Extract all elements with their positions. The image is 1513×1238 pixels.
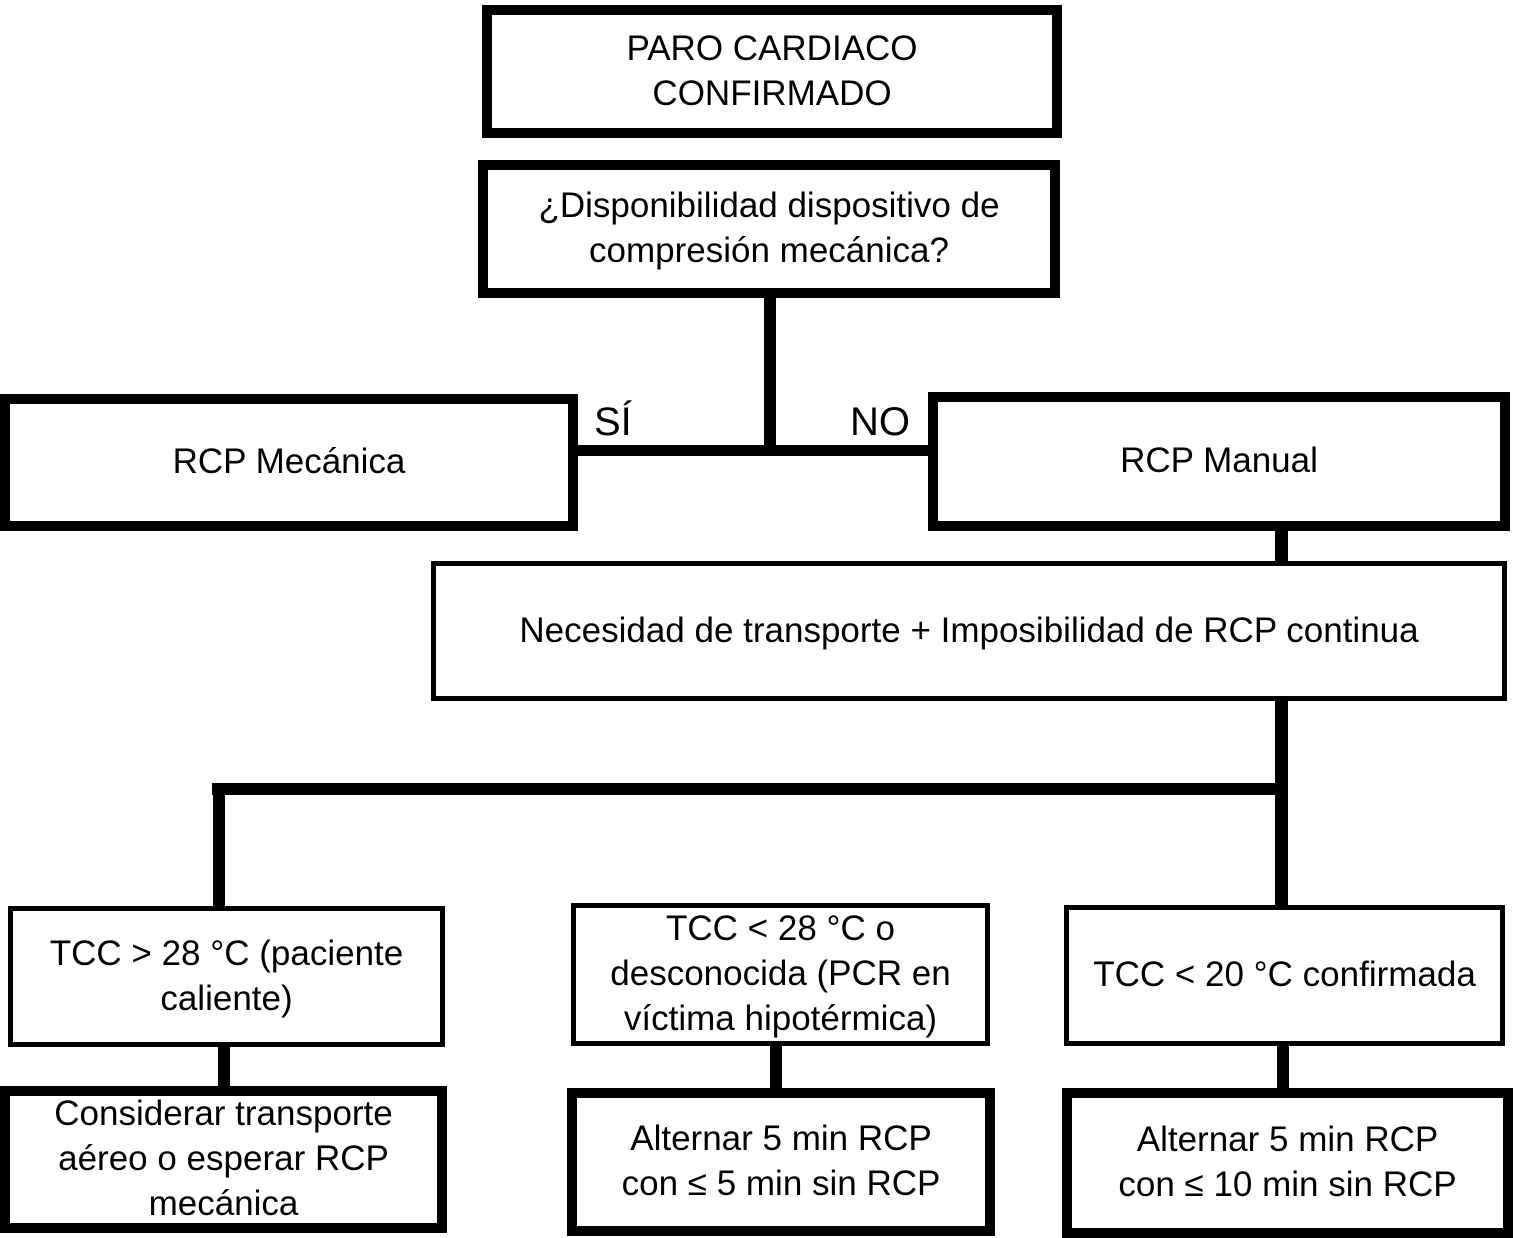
- node-tcc-menor-28-desconocida: TCC < 28 °C o desconocida (PCR en víctim…: [571, 903, 990, 1046]
- connector-tcc-confirmed-to-alternar10: [1277, 1044, 1289, 1092]
- node-necesidad-transporte: Necesidad de transporte + Imposibilidad …: [431, 561, 1507, 701]
- connector-lower-branch-line: [212, 783, 1288, 795]
- node-tcc-menor-20-confirmada: TCC < 20 °C confirmada: [1064, 905, 1505, 1046]
- connector-branch-to-tcc-warm: [213, 783, 225, 908]
- node-tcc-mayor-28: TCC > 28 °C (paciente caliente): [8, 906, 445, 1047]
- node-paro-cardiaco-confirmado: PARO CARDIACO CONFIRMADO: [482, 5, 1062, 138]
- node-considerar-transporte-aereo: Considerar transporte aéreo o esperar RC…: [0, 1086, 447, 1233]
- branch-label-no: NO: [850, 400, 910, 444]
- node-alternar-5-min-rcp-10-sin: Alternar 5 min RCP con ≤ 10 min sin RCP: [1062, 1088, 1513, 1238]
- node-tcc-menor-20-confirmada-text: TCC < 20 °C confirmada: [1093, 955, 1476, 995]
- node-rcp-mecanica: RCP Mecánica: [0, 394, 578, 531]
- node-disponibilidad-dispositivo-question-text: ¿Disponibilidad dispositivo de compresió…: [538, 186, 1000, 270]
- node-tcc-menor-28-desconocida-text: TCC < 28 °C o desconocida (PCR en víctim…: [610, 909, 951, 1038]
- connector-tcc-unknown-to-alternar5: [770, 1044, 782, 1092]
- node-rcp-mecanica-text: RCP Mecánica: [172, 442, 406, 482]
- node-disponibilidad-dispositivo-question: ¿Disponibilidad dispositivo de compresió…: [478, 160, 1060, 298]
- node-necesidad-transporte-text: Necesidad de transporte + Imposibilidad …: [519, 610, 1419, 650]
- connector-si-no-branch-line: [576, 445, 930, 456]
- node-alternar-5-min-rcp-5-sin: Alternar 5 min RCP con ≤ 5 min sin RCP: [567, 1088, 995, 1236]
- node-tcc-mayor-28-text: TCC > 28 °C (paciente caliente): [49, 933, 404, 1018]
- node-alternar-5-min-rcp-5-sin-text: Alternar 5 min RCP con ≤ 5 min sin RCP: [621, 1119, 941, 1203]
- node-rcp-manual-text: RCP Manual: [1120, 441, 1318, 481]
- connector-question-to-branch: [764, 297, 776, 456]
- node-paro-cardiaco-confirmado-text: PARO CARDIACO CONFIRMADO: [626, 28, 918, 113]
- node-alternar-5-min-rcp-10-sin-text: Alternar 5 min RCP con ≤ 10 min sin RCP: [1118, 1120, 1457, 1204]
- node-considerar-transporte-aereo-text: Considerar transporte aéreo o esperar RC…: [54, 1094, 393, 1223]
- branch-label-si: SÍ: [594, 400, 632, 444]
- connector-need-to-tcc-confirmed: [1275, 700, 1288, 908]
- connector-manual-to-need: [1275, 528, 1288, 566]
- node-rcp-manual: RCP Manual: [928, 392, 1510, 531]
- connector-tcc-warm-to-considerar: [218, 1045, 230, 1090]
